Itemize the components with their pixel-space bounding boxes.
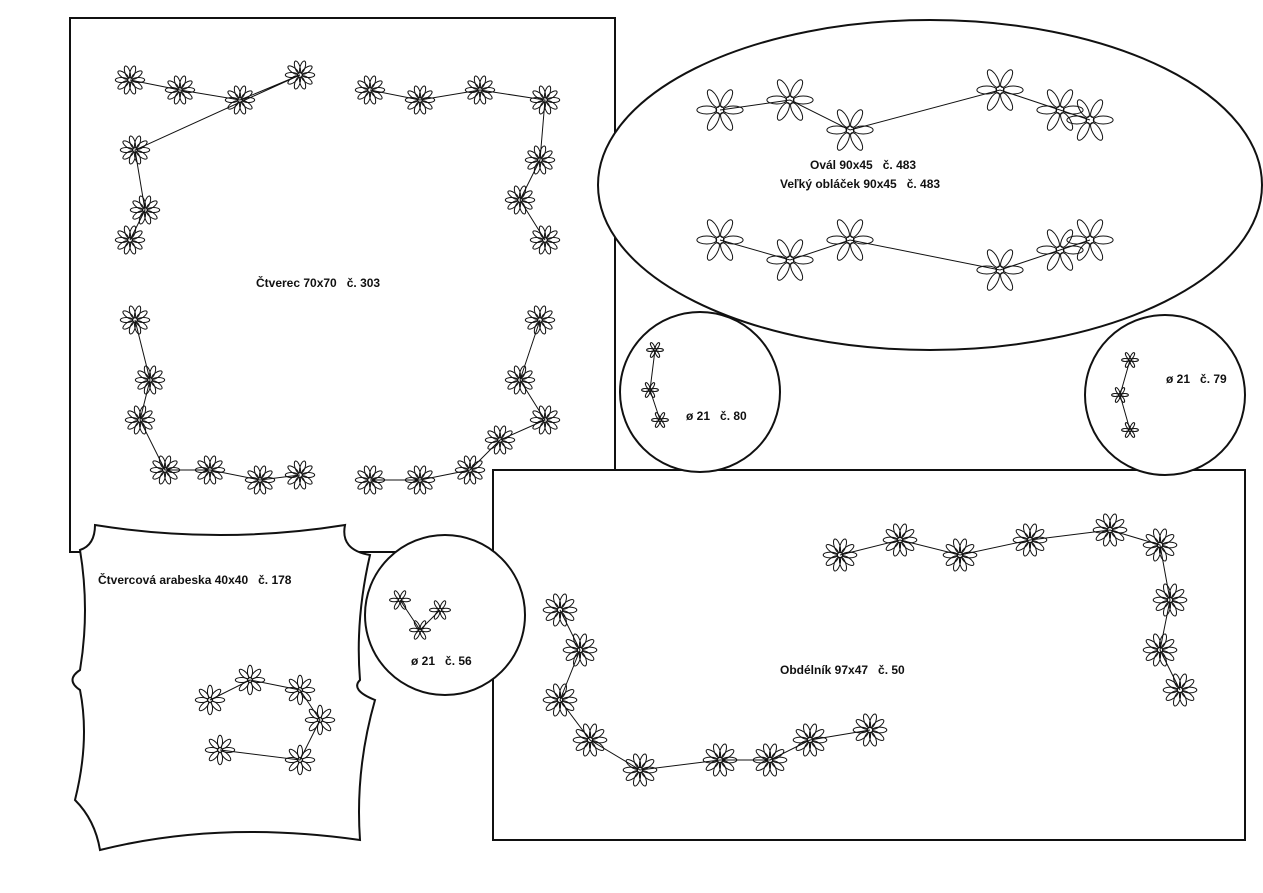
arabesque-outline: [71, 523, 377, 852]
flower-motif: [404, 465, 436, 495]
flower-motif: [244, 465, 276, 495]
flower-motif: [1012, 523, 1048, 557]
flower-motif: [504, 365, 536, 395]
flower-motif: [529, 225, 561, 255]
flower-motif: [976, 249, 1024, 291]
flower-motif: [504, 185, 536, 215]
flower-motif: [651, 412, 669, 428]
vine-stem: [649, 349, 661, 421]
embroidery-motifs: [114, 60, 1198, 787]
flower-motif: [766, 239, 814, 281]
label-arabesque-178: Čtvercová arabeska 40x40 č. 178: [98, 573, 292, 587]
flower-motif: [124, 405, 156, 435]
vine-stem: [370, 319, 546, 481]
flower-motif: [464, 75, 496, 105]
label-oval-483: Ovál 90x45 č. 483: [810, 158, 917, 172]
flower-motif: [976, 69, 1024, 111]
flower-motif: [234, 664, 266, 696]
flower-motif: [1142, 528, 1178, 562]
flower-motif: [409, 620, 431, 640]
flower-motif: [194, 684, 226, 716]
flower-motif: [404, 85, 436, 115]
flower-motif: [1162, 673, 1198, 707]
flower-motif: [119, 305, 151, 335]
square-tablecloth-outline: [69, 17, 616, 553]
flower-motif: [164, 75, 196, 105]
flower-motif: [696, 89, 744, 131]
vine-stem: [129, 74, 301, 241]
flower-motif: [284, 744, 316, 776]
flower-motif: [129, 195, 161, 225]
flower-motif: [826, 109, 874, 151]
flower-motif: [852, 713, 888, 747]
flower-motif: [204, 734, 236, 766]
flower-motif: [562, 633, 598, 667]
flower-motif: [114, 65, 146, 95]
flower-motif: [429, 600, 451, 620]
flower-motif: [354, 465, 386, 495]
flower-motif: [1036, 89, 1084, 131]
flower-motif: [572, 723, 608, 757]
flower-motif: [1111, 387, 1129, 403]
vine-stem: [369, 89, 546, 241]
flower-motif: [304, 704, 336, 736]
flower-motif: [1121, 352, 1139, 368]
flower-motif: [524, 305, 556, 335]
flower-motif: [641, 382, 659, 398]
vine-stem: [134, 319, 301, 481]
flower-motif: [882, 523, 918, 557]
flower-motif: [766, 79, 814, 121]
circle-doily-79-outline: [1084, 314, 1246, 476]
flower-motif: [529, 405, 561, 435]
flower-motif: [1036, 229, 1084, 271]
flower-motif: [389, 590, 411, 610]
flower-motif: [114, 225, 146, 255]
flower-motif: [1152, 583, 1188, 617]
flower-motif: [702, 743, 738, 777]
flower-motif: [284, 60, 316, 90]
flower-motif: [1066, 99, 1114, 141]
label-rectangle-50: Obdélník 97x47 č. 50: [780, 663, 905, 677]
flower-motif: [646, 342, 664, 358]
flower-motif: [529, 85, 561, 115]
flower-motif: [826, 219, 874, 261]
flower-motif: [119, 135, 151, 165]
label-circle-80: ø 21 č. 80: [686, 409, 747, 423]
flower-motif: [484, 425, 516, 455]
flower-motif: [134, 365, 166, 395]
vine-stem: [1119, 359, 1131, 431]
flower-motif: [224, 85, 256, 115]
flower-motif: [354, 75, 386, 105]
label-circle-56: ø 21 č. 56: [411, 654, 472, 668]
flower-motif: [284, 674, 316, 706]
flower-motif: [792, 723, 828, 757]
flower-motif: [284, 460, 316, 490]
flower-motif: [149, 455, 181, 485]
flower-motif: [696, 219, 744, 261]
flower-motif: [622, 753, 658, 787]
flower-motif: [942, 538, 978, 572]
flower-motif: [1092, 513, 1128, 547]
label-cloud-483: Veľký obláček 90x45 č. 483: [780, 177, 941, 191]
flower-motif: [822, 538, 858, 572]
label-square-303: Čtverec 70x70 č. 303: [256, 276, 381, 290]
flower-motif: [542, 683, 578, 717]
flower-motif: [1066, 219, 1114, 261]
flower-motif: [524, 145, 556, 175]
flower-motif: [194, 455, 226, 485]
circle-doily-80-outline: [619, 311, 781, 473]
flower-motif: [1142, 633, 1178, 667]
rectangle-tablecloth-outline: [492, 469, 1246, 841]
label-circle-79: ø 21 č. 79: [1166, 372, 1227, 386]
flower-motif: [752, 743, 788, 777]
flower-motif: [1121, 422, 1139, 438]
flower-motif: [454, 455, 486, 485]
vine-stem: [839, 529, 1181, 691]
vine-stem: [399, 599, 441, 631]
flower-motif: [542, 593, 578, 627]
